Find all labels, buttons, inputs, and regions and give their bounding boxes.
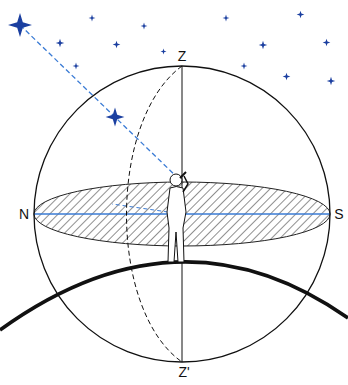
point-label: N	[19, 206, 29, 222]
star	[297, 11, 305, 19]
observer-instrument	[180, 172, 186, 178]
star	[141, 23, 148, 30]
sight-line	[20, 25, 180, 180]
star	[223, 15, 230, 22]
star	[56, 39, 65, 48]
point-label: Z	[178, 48, 187, 64]
background-stars	[56, 11, 336, 86]
star	[89, 15, 96, 22]
observer-arm	[183, 176, 188, 192]
star	[327, 77, 336, 86]
star	[73, 63, 80, 70]
star	[259, 41, 268, 50]
projected-star	[106, 108, 125, 127]
star	[113, 41, 121, 49]
earth-surface	[0, 262, 348, 330]
observer-body	[167, 187, 186, 263]
star	[283, 73, 291, 81]
star	[161, 49, 167, 55]
observer	[167, 172, 188, 262]
star	[241, 63, 248, 70]
point-label: Z'	[178, 364, 189, 380]
observer-head	[170, 174, 182, 186]
star	[323, 39, 331, 47]
point-label: S	[334, 206, 343, 222]
far-star	[8, 13, 32, 37]
celestial-sphere	[34, 66, 330, 362]
